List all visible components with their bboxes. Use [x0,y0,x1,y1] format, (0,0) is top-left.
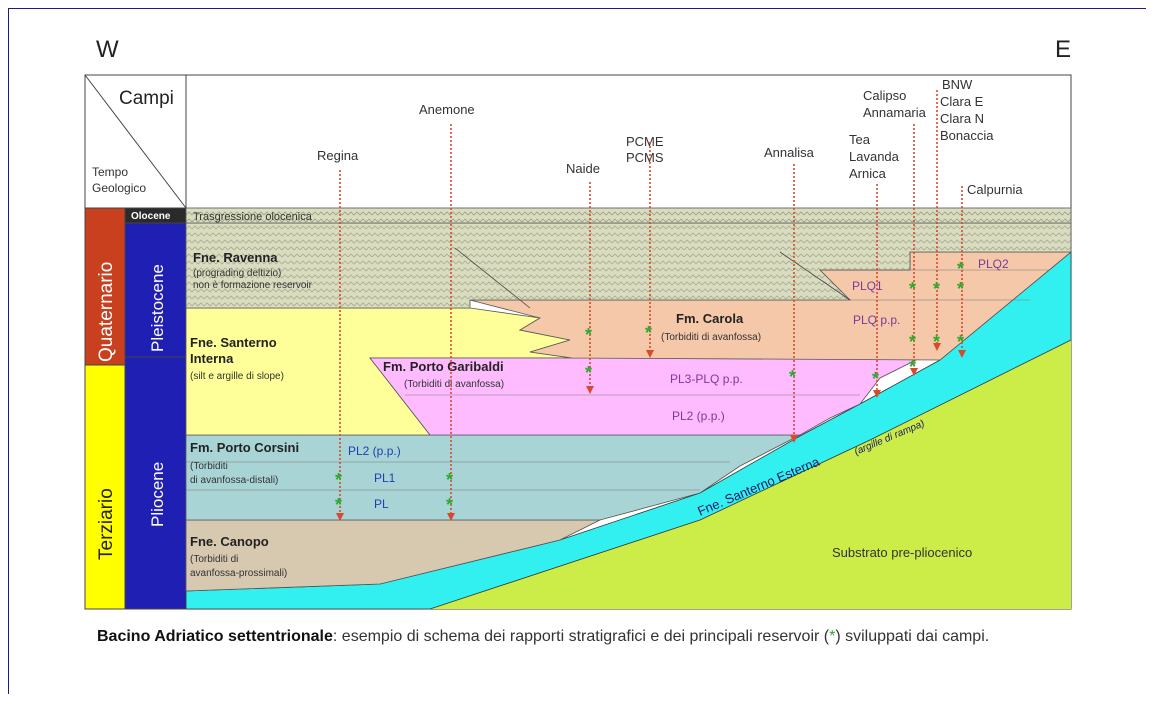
field-lavanda: Lavanda [849,149,900,164]
porto-corsini-name: Fm. Porto Corsini [190,440,299,455]
field-annalisa: Annalisa [764,145,815,160]
caption-bold: Bacino Adriatico settentrionale [97,628,333,645]
epoch-pliocene [124,356,187,610]
reservoir-pl3-plq: PL3-PLQ p.p. [670,372,743,386]
santerno-int-name2: Interna [190,351,234,366]
porto-corsini-desc2: di avanfossa-distali) [190,475,278,486]
well-arrow-anemone [447,513,455,521]
porto-corsini-desc1: (Torbiditi [190,461,228,472]
porto-garibaldi-name: Fm. Porto Garibaldi [383,359,504,374]
reservoir-star-icon: * [933,279,940,299]
reservoir-star-icon: * [872,369,879,389]
tempo-label: Tempo [92,165,128,179]
field-clara-e: Clara E [940,94,984,109]
carola-desc: (Torbiditi di avanfossa) [661,332,761,343]
reservoir-star-icon: * [957,279,964,299]
reservoir-star-icon: * [909,357,916,377]
substrato-layer [186,340,1071,609]
reservoir-pl: PL [374,497,389,511]
caption-text-after: ) sviluppati dai campi. [835,628,990,645]
field-naide: Naide [566,161,600,176]
reservoir-star-icon: * [585,363,592,383]
field-annamaria: Annamaria [863,105,927,120]
header-diagonal [84,74,187,209]
reservoir-plq2: PLQ2 [978,257,1009,271]
santerno-int-name1: Fne. Santerno [190,335,277,350]
reservoir-star-icon: * [585,325,592,345]
terziario-label: Terziario [96,488,117,560]
field-bnw: BNW [942,77,973,92]
olocene-label: Olocene [131,211,171,222]
caption-star-icon: * [829,628,836,645]
field-bonaccia: Bonaccia [940,128,994,143]
field-regina: Regina [317,148,359,163]
reservoir-star-icon: * [957,259,964,279]
ravenna-clinoform-2 [779,251,851,301]
pliocene-label: Pliocene [148,462,167,527]
trasgressione-layer [185,207,1072,224]
reservoir-plq1: PLQ1 [852,279,883,293]
reservoir-star-icon: * [446,470,453,490]
trasgressione-label: Trasgressione olocenica [193,211,313,223]
reservoir-pl2-blue: PL2 (p.p.) [348,444,401,458]
pleistocene-label: Pleistocene [148,264,167,352]
ravenna-desc1: (prograding deltizio) [193,268,281,279]
figure-frame [8,8,1146,694]
reservoir-star-icon: * [933,332,940,352]
reservoir-pl1: PL1 [374,471,396,485]
ravenna-name: Fne. Ravenna [193,250,278,265]
well-arrow-calpurnia [958,350,966,358]
canopo-desc1: (Torbiditi di [190,554,238,565]
field-calpurnia: Calpurnia [967,182,1023,197]
carola-name: Fm. Carola [676,311,744,326]
geologico-label: Geologico [92,181,146,195]
ravenna-clinoform-1 [454,247,531,309]
santerno-int-desc: (silt e argille di slope) [190,371,284,382]
well-arrow-bnw [933,343,941,351]
well-arrow-regina [336,513,344,521]
reservoir-star-icon: * [335,470,342,490]
well-arrow-pcme [646,350,654,358]
west-label: W [96,36,119,63]
canopo-name: Fne. Canopo [190,534,269,549]
campi-label: Campi [119,88,174,109]
caption-text-before: : esempio di schema dei rapporti stratig… [332,628,830,645]
field-pcms: PCMS [626,150,664,165]
reservoir-pl2-pink: PL2 (p.p.) [672,409,725,423]
reservoir-star-icon: * [335,495,342,515]
field-pcme: PCME [626,134,664,149]
reservoir-star-icon: * [909,332,916,352]
reservoir-star-icon: * [957,332,964,352]
well-arrow-calipso [910,368,918,376]
reservoir-star-icon: * [909,279,916,299]
well-arrow-annalisa [790,435,798,443]
porto-garibaldi-desc: (Torbiditi di avanfossa) [404,379,504,390]
reservoir-star-icon: * [789,367,796,387]
field-arnica: Arnica [849,166,887,181]
reservoir-star-icon: * [446,495,453,515]
ravenna-layer [185,222,1072,309]
reservoir-star-icon: * [645,323,652,343]
east-label: E [1055,36,1071,63]
field-anemone: Anemone [419,102,475,117]
field-tea: Tea [849,132,871,147]
well-arrow-tea [873,390,881,398]
well-arrow-naide [586,386,594,394]
ravenna-desc2: non è formazione reservoir [193,280,313,291]
figure-caption: Bacino Adriatico settentrionale: esempio… [97,626,1087,647]
field-clara-n: Clara N [940,111,984,126]
field-calipso: Calipso [863,88,906,103]
period-terziario [84,364,126,610]
quaternario-label: Quaternario [96,262,117,362]
substrato-label: Substrato pre-pliocenico [832,545,972,560]
canopo-desc2: avanfossa-prossimali) [190,568,287,579]
